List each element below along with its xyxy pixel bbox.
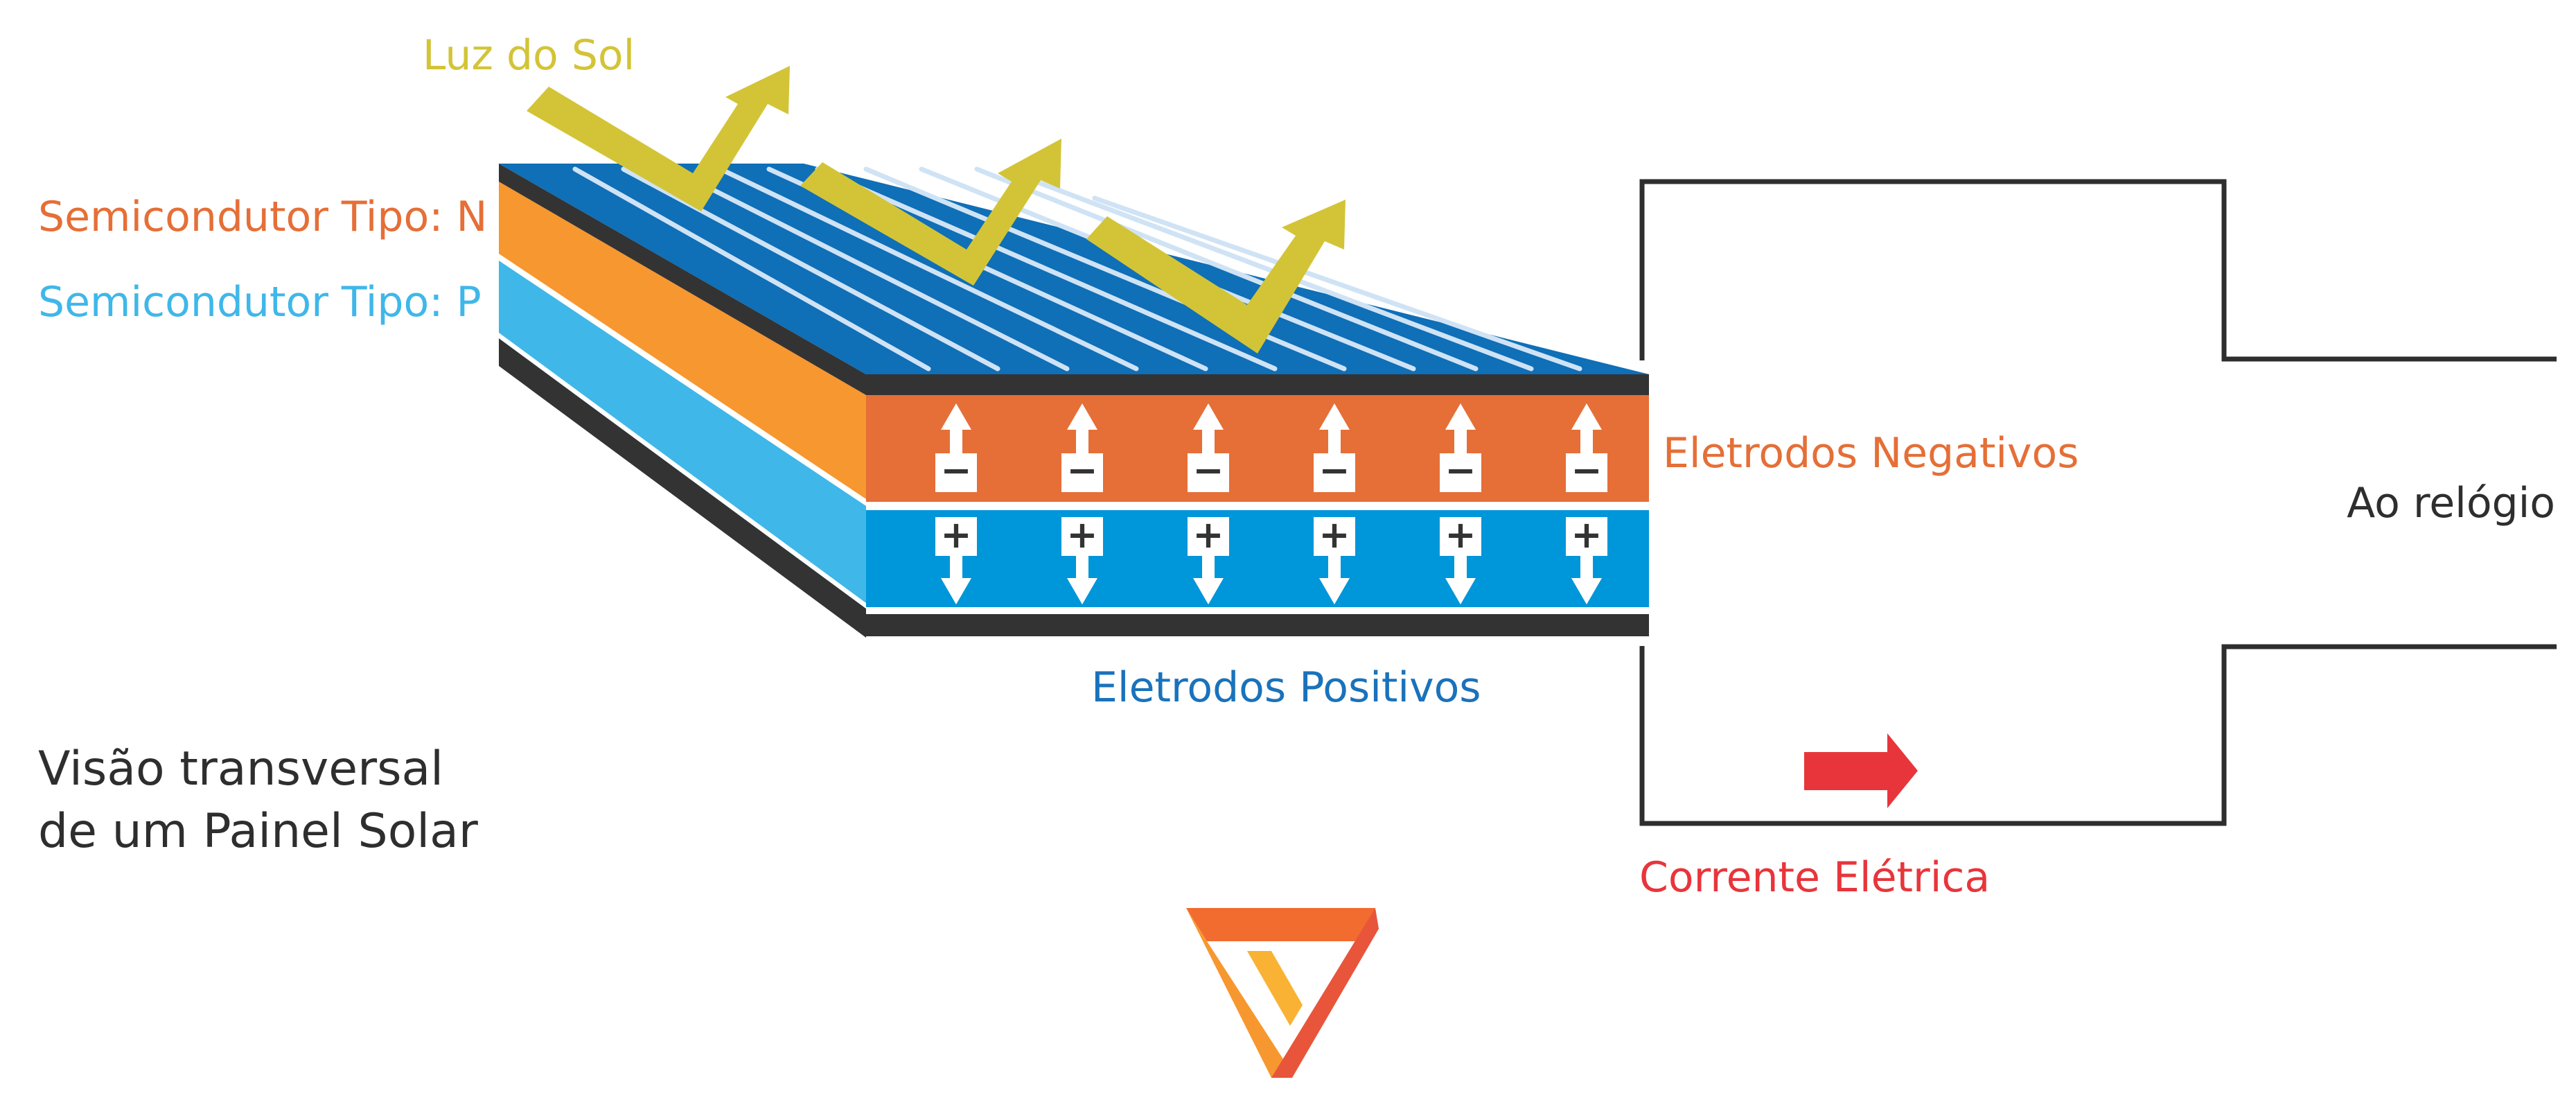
negative-charge: − [1440,403,1481,492]
positive-charge: + [1314,513,1355,604]
arrow-up-icon [941,403,971,455]
logo-inner-shade [1247,951,1303,1026]
arrow-up-icon [1067,403,1097,455]
cell-stripe [572,166,931,372]
positive-symbol: + [940,513,971,557]
circuit-wire-top [1639,179,2557,362]
positive-charge-box [1188,517,1229,556]
logo-top-bar [1186,908,1375,941]
positive-symbol: + [1192,513,1224,557]
negative-symbol: − [1192,448,1224,492]
negative-charge: − [1061,403,1103,492]
arrow-down-icon [1193,554,1224,604]
sunlight-ray-arrow-icon [527,66,790,211]
positive-charge-box [935,517,977,556]
positive-symbol: + [1318,513,1350,557]
impossible-triangle-logo [1186,908,1379,1078]
arrow-up-icon [1445,403,1476,455]
arrow-down-icon [941,554,971,604]
panel-base-side [499,338,866,638]
arrow-down-icon [1445,554,1476,604]
negative-symbol: − [1318,448,1350,492]
arrow-down-icon [1571,554,1602,604]
n-type-front-face [866,395,1649,505]
positive-charge-box [1314,517,1355,556]
panel-top-edge-front [866,374,1649,395]
sunlight-ray-arrow-icon [1086,200,1346,353]
positive-charge-box [1440,517,1481,556]
arrow-up-icon [1571,403,1602,455]
arrow-up-icon [1319,403,1350,455]
negative-charge-box [935,453,977,492]
n-type-side-face [499,182,866,505]
negative-charge: − [1314,403,1355,492]
panel-top-edge-side [499,164,866,395]
panel-cell-stripes [572,166,1582,372]
negative-charge-box [1566,453,1607,492]
solar-panel: − − − − − − + + + + + + [499,164,1649,638]
positive-charge: + [1061,513,1103,604]
negative-symbol: − [1066,448,1097,492]
positive-electrodes-label: Eletrodos Positivos [1091,663,1481,712]
p-type-front-face [866,510,1649,609]
arrow-down-icon [1319,554,1350,604]
circuit-wires [1639,179,2557,826]
cell-stripe [718,166,1139,372]
positive-charge: + [1188,513,1229,604]
positive-charge-box [1566,517,1607,556]
negative-symbol: − [1445,448,1476,492]
panel-base-front [866,614,1649,636]
negative-charge-box [1188,453,1229,492]
cell-stripe [974,166,1479,372]
circuit-wire-bottom [1639,644,2557,826]
current-label: Corrente Elétrica [1639,853,1990,902]
negative-electrodes-label: Eletrodos Negativos [1663,429,2079,478]
arrow-up-icon [1193,403,1224,455]
front-seam-p-base [866,607,1649,614]
cell-stripe [815,166,1278,372]
cell-stripe [669,166,1070,372]
p-type-side-face [499,258,866,609]
front-seam-n-p [866,502,1649,510]
positive-charge: + [1566,513,1607,604]
p-type-label: Semicondutor Tipo: P [38,278,482,326]
sunlight-rays [527,66,1346,353]
positive-charge-box [1061,517,1103,556]
negative-charge-box [1061,453,1103,492]
to-clock-label: Ao relógio [2347,479,2555,527]
positive-charge: + [1440,513,1481,604]
current-arrow-icon [1804,733,1918,808]
negative-charges: −−−−−− [935,403,1607,492]
side-seam-p-base [499,333,866,609]
positive-symbol: + [1066,513,1097,557]
logo-left-bar [1186,908,1292,1078]
caption-line-1: Visão transversal [38,742,443,796]
negative-symbol: − [940,448,971,492]
logo-right-bar [1271,908,1379,1078]
negative-charge: − [935,403,977,492]
cell-stripe [1092,195,1582,372]
negative-charge-box [1314,453,1355,492]
n-type-label: Semicondutor Tipo: N [38,193,487,241]
positive-charges: + + + + + + [935,513,1607,604]
negative-charge: − [1566,403,1607,492]
side-seam-n-p [499,254,866,506]
caption-line-2: de um Painel Solar [38,804,478,859]
positive-symbol: + [1571,513,1602,557]
positive-symbol: + [1445,513,1476,557]
arrow-down-icon [1067,554,1097,604]
sunlight-label: Luz do Sol [423,31,635,80]
positive-charge: + [935,513,977,604]
negative-charge: − [1188,403,1229,492]
negative-symbol: − [1571,448,1602,492]
negative-charge-box [1440,453,1481,492]
sunlight-ray-arrow-icon [800,139,1061,286]
